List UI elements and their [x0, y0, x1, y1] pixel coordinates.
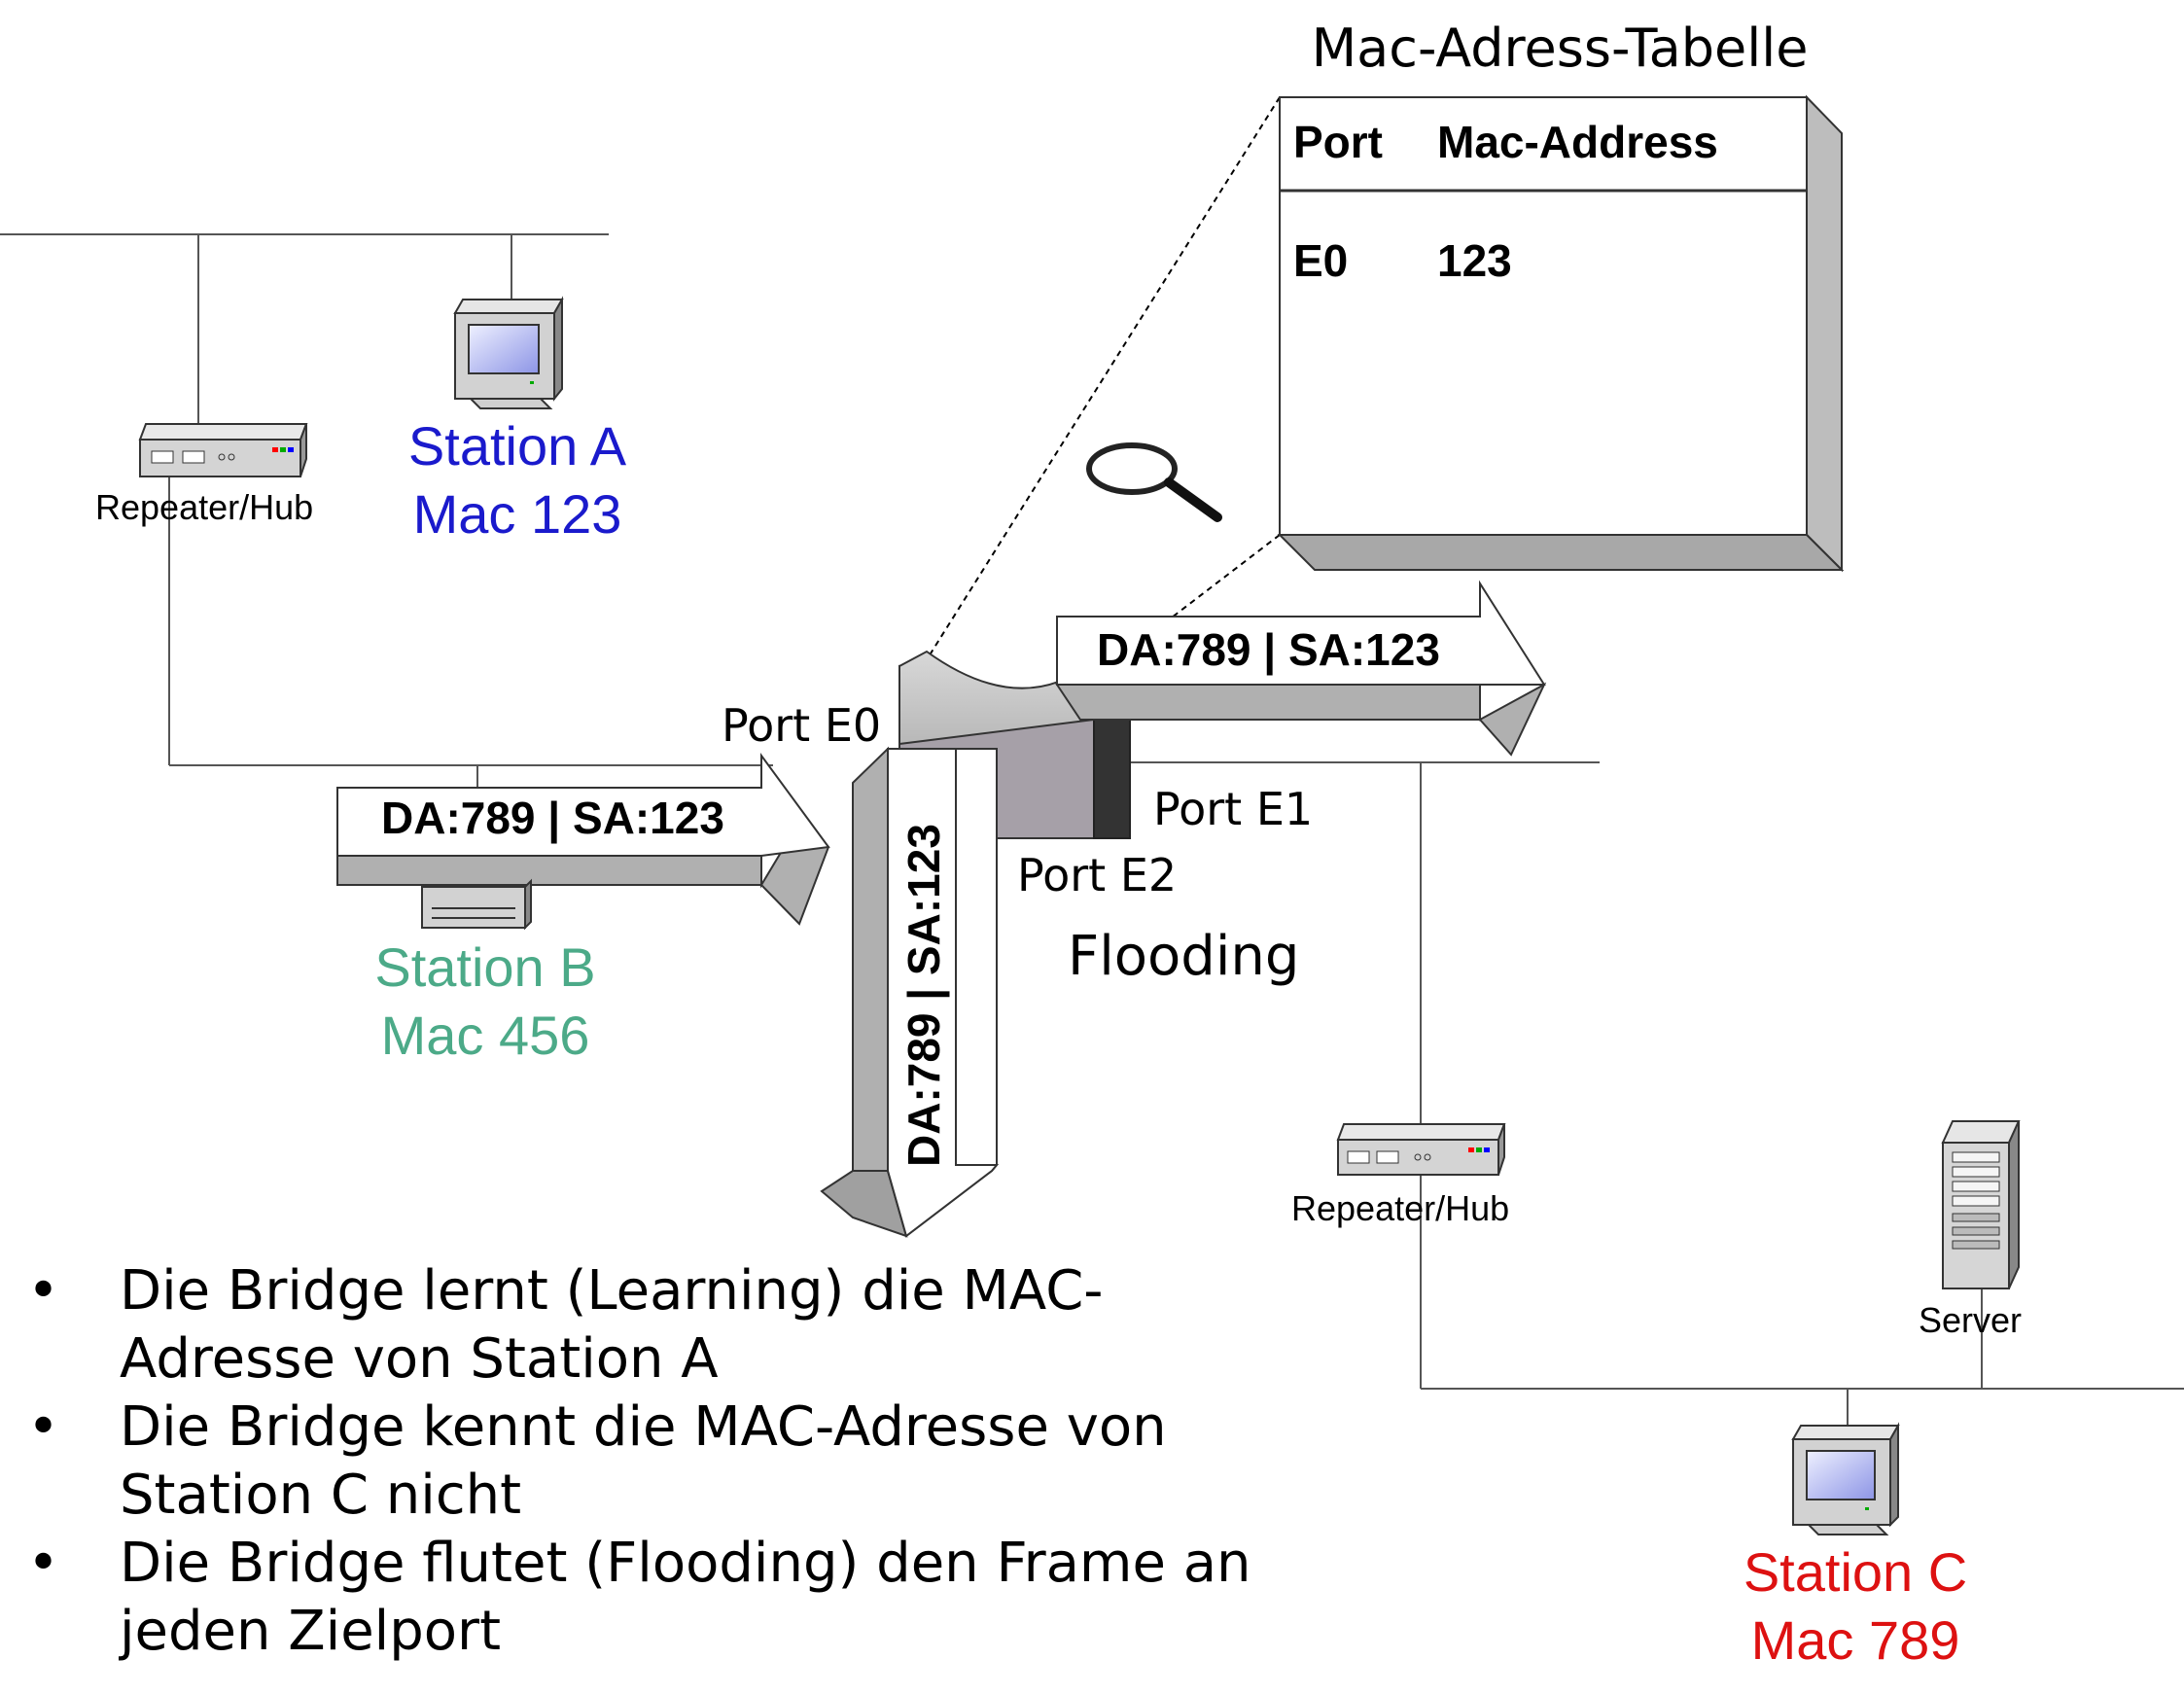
frame-label-port-e1: DA:789 | SA:123 — [1097, 624, 1440, 675]
bullet-marker: • — [27, 1395, 60, 1459]
bullet-item: • Die Bridge flutet (Flooding) den Frame… — [27, 1530, 1291, 1666]
bullet-item: • Die Bridge kennt die MAC-Adresse von S… — [27, 1394, 1291, 1530]
frame-label-incoming: DA:789 | SA:123 — [381, 793, 724, 843]
mac-table-row-mac: 123 — [1437, 235, 1512, 286]
port-e1-label: Port E1 — [1153, 783, 1313, 835]
bullet-marker: • — [27, 1532, 60, 1595]
mac-table-title: Mac-Adress-Tabelle — [1312, 18, 1809, 79]
station-a-mac: Mac 123 — [413, 483, 622, 545]
frame-arrow-port-e1: DA:789 | SA:123 — [1055, 580, 1547, 757]
frame-arrow-port-e2: DA:789 | SA:123 — [820, 746, 1000, 1238]
server-label: Server — [1919, 1300, 2022, 1340]
bullet-text: Die Bridge flutet (Flooding) den Frame a… — [120, 1532, 1251, 1663]
port-e2-label: Port E2 — [1017, 849, 1177, 901]
mac-table-row-port: E0 — [1293, 235, 1348, 286]
station-b-labels: Station B Mac 456 — [374, 936, 595, 1066]
bullet-text: Die Bridge lernt (Learning) die MAC-Adre… — [120, 1259, 1104, 1391]
flooding-label: Flooding — [1068, 925, 1299, 988]
mac-address-table: Mac-Adress-Tabelle Port Mac-Address E0 1… — [1277, 18, 1845, 573]
bullet-item: • Die Bridge lernt (Learning) die MAC-Ad… — [27, 1257, 1291, 1394]
computer-icon-station-c — [1791, 1422, 1900, 1535]
mac-table-col-mac: Mac-Address — [1437, 117, 1718, 167]
repeater-hub-left: Repeater/Hub — [95, 423, 313, 527]
hub-left-label: Repeater/Hub — [95, 487, 313, 527]
magnifier-icon — [1086, 442, 1222, 522]
station-c-name: Station C — [1744, 1541, 1967, 1603]
station-a-labels: Station A Mac 123 — [408, 415, 627, 545]
repeater-hub-right: Repeater/Hub — [1291, 1123, 1509, 1228]
server-icon: Server — [1919, 1120, 2022, 1340]
station-c-labels: Station C Mac 789 — [1744, 1541, 1967, 1671]
explanation-bullets: • Die Bridge lernt (Learning) die MAC-Ad… — [27, 1257, 1291, 1666]
station-c-mac: Mac 789 — [1751, 1609, 1960, 1671]
mac-table-col-port: Port — [1293, 117, 1383, 167]
computer-icon-station-b — [421, 878, 532, 931]
computer-icon-station-a — [453, 296, 564, 409]
hub-right-label: Repeater/Hub — [1291, 1188, 1509, 1228]
zoom-lines — [925, 96, 1281, 662]
station-a-name: Station A — [408, 415, 627, 476]
frame-label-port-e2: DA:789 | SA:123 — [898, 824, 949, 1167]
station-b-mac: Mac 456 — [381, 1005, 590, 1066]
bullet-marker: • — [27, 1259, 60, 1323]
station-b-name: Station B — [374, 936, 595, 998]
bullet-text: Die Bridge kennt die MAC-Adresse von Sta… — [120, 1395, 1167, 1527]
port-e0-label: Port E0 — [722, 699, 881, 752]
network-wires — [0, 233, 2184, 1426]
frame-arrow-incoming: DA:789 | SA:123 — [336, 752, 830, 926]
